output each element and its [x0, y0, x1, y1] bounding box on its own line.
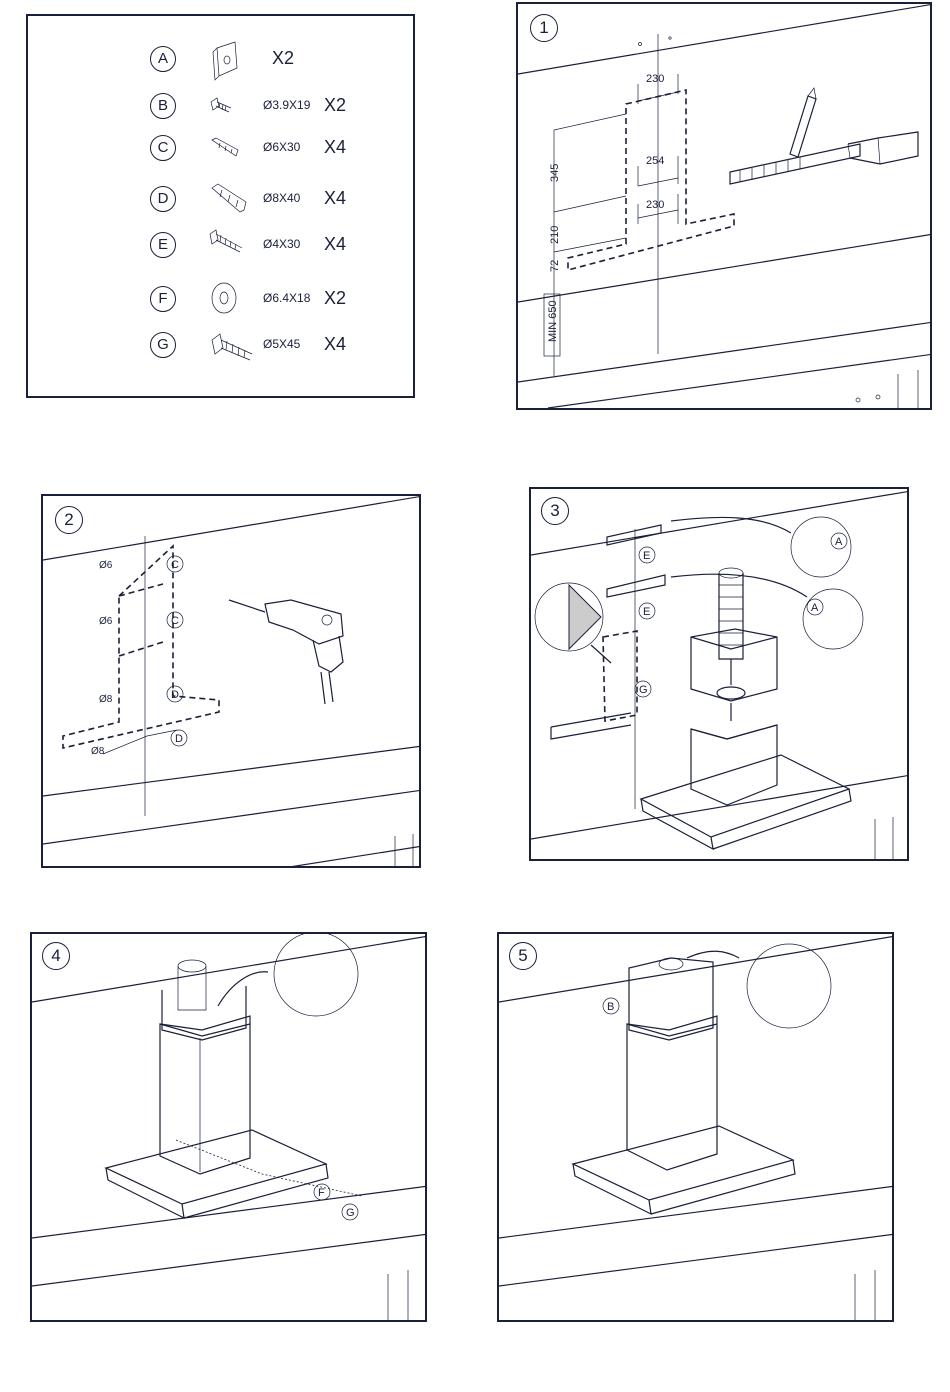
part-spec: Ø8X40 [263, 186, 300, 210]
part-letter: A [150, 46, 176, 72]
step-2-drawing: Ø6 Ø6 Ø8 Ø8 C C D D [43, 496, 421, 868]
callout-e-1: E [643, 550, 650, 562]
step-number: 2 [55, 506, 83, 534]
step-1-drawing: 230 254 230 345 210 72 MIN 650 [518, 4, 932, 410]
part-spec: Ø5X45 [263, 332, 300, 356]
part-qty: X2 [272, 46, 294, 70]
callout-a-1: A [835, 536, 843, 548]
callout-f: F [318, 1187, 325, 1199]
drill-size-3: Ø8 [99, 694, 113, 705]
callout-g: G [346, 1207, 355, 1219]
step-number: 5 [509, 942, 537, 970]
callout-a-2: A [811, 602, 819, 614]
step-number: 1 [530, 14, 558, 42]
drill-size-2: Ø6 [99, 616, 113, 627]
part-letter: E [150, 232, 176, 258]
callout-b: B [607, 1001, 614, 1013]
part-qty: X4 [324, 332, 346, 356]
part-letter: C [150, 135, 176, 161]
part-spec: Ø3.9X19 [263, 93, 310, 117]
part-letter: B [150, 93, 176, 119]
drill-size-4: Ø8 [91, 746, 105, 757]
part-letter: D [150, 186, 176, 212]
step-3-panel: E E G A A 3 [529, 487, 909, 861]
dim-middle: 254 [646, 155, 664, 167]
dim-lower: 230 [646, 199, 664, 211]
step-3-drawing: E E G A A [531, 489, 909, 861]
step-5-drawing: B [499, 934, 894, 1322]
dim-top: 230 [646, 73, 664, 85]
part-qty: X4 [324, 186, 346, 210]
drill-size-1: Ø6 [99, 560, 113, 571]
part-spec: Ø4X30 [263, 232, 300, 256]
dim-left-upper: 345 [549, 164, 561, 182]
part-letter: G [150, 332, 176, 358]
callout-g: G [639, 684, 648, 696]
dim-min-height: MIN 650 [547, 300, 559, 342]
step-1-panel: 230 254 230 345 210 72 MIN 650 1 [516, 2, 932, 410]
parts-rows: A X2 B Ø3.9X19 X2 C Ø6X30 X4 D Ø8X40 X4 … [150, 46, 400, 376]
part-spec: Ø6.4X18 [263, 286, 310, 310]
dim-left-low: 72 [549, 260, 561, 272]
callout-e-2: E [643, 606, 650, 618]
step-4-drawing: F G [32, 934, 427, 1322]
part-qty: X4 [324, 232, 346, 256]
part-qty: X4 [324, 135, 346, 159]
callout-c-1: C [171, 559, 179, 571]
part-letter: F [150, 286, 176, 312]
part-qty: X2 [324, 93, 346, 117]
callout-c-2: C [171, 615, 179, 627]
step-5-panel: B 5 [497, 932, 894, 1322]
dim-left-mid: 210 [549, 226, 561, 244]
callout-d-1: D [171, 689, 179, 701]
step-2-panel: Ø6 Ø6 Ø8 Ø8 C C D D 2 [41, 494, 421, 868]
drill-icon [229, 600, 343, 704]
part-qty: X2 [324, 286, 346, 310]
parts-list-panel: A X2 B Ø3.9X19 X2 C Ø6X30 X4 D Ø8X40 X4 … [26, 14, 415, 398]
callout-d-2: D [175, 733, 183, 745]
step-number: 4 [42, 942, 70, 970]
part-spec: Ø6X30 [263, 135, 300, 159]
step-4-panel: F G 4 [30, 932, 427, 1322]
step-number: 3 [541, 497, 569, 525]
